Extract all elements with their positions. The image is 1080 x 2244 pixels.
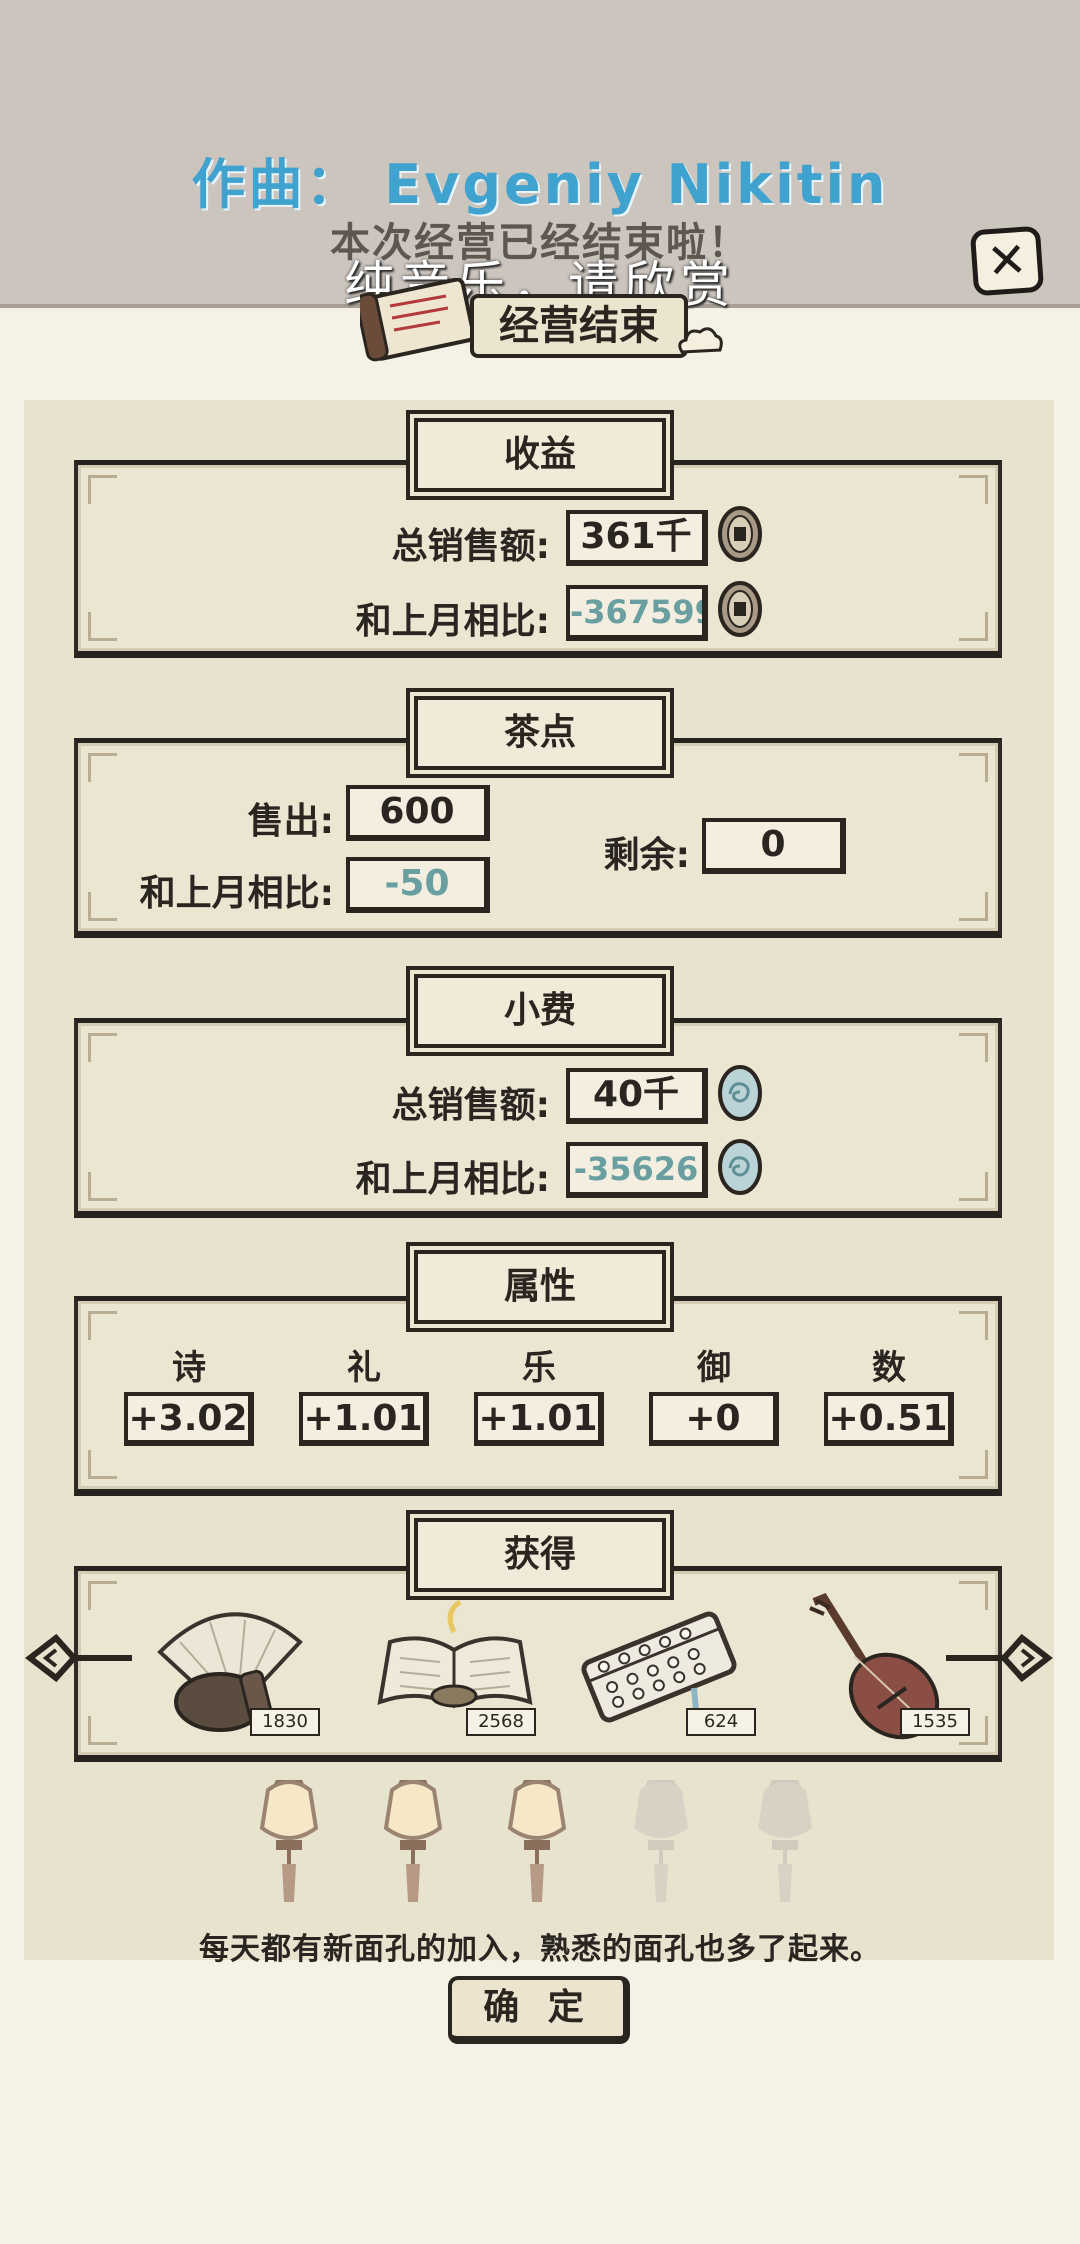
banner-title: 经营结束 (470, 294, 688, 358)
reward-item[interactable]: 624 (574, 1592, 756, 1742)
jade-token-icon (718, 1065, 762, 1121)
snacks-sold-value: 600 (346, 785, 490, 841)
abacus-icon (581, 1611, 737, 1733)
revenue-total-value: 361千 (566, 510, 708, 566)
revenue-compare-value: -367599 (566, 585, 708, 641)
copper-coin-icon (718, 581, 762, 637)
reward-item[interactable]: 1830 (150, 1592, 320, 1742)
confirm-button[interactable]: 确 定 (448, 1976, 630, 2044)
reward-item[interactable]: 2568 (370, 1592, 540, 1742)
tips-compare-value: -35626 (566, 1142, 708, 1198)
attr-value-poetry: +3.02 (124, 1392, 254, 1446)
attr-name-poetry: 诗 (172, 1348, 206, 1388)
tips-total-label: 总销售额: (391, 1085, 550, 1126)
lantern-icon (259, 1780, 319, 1902)
scroll-icon (360, 278, 476, 362)
tips-total-value: 40千 (566, 1068, 708, 1124)
session-ended-text: 本次经营已经结束啦！ (330, 220, 750, 266)
attr-value-charioteering: +0 (649, 1392, 779, 1446)
lantern-icon (507, 1780, 567, 1902)
lantern-unlit (750, 1776, 820, 1906)
revenue-card (74, 460, 1002, 658)
title-banner: 经营结束 (360, 278, 723, 368)
tips-card (74, 1018, 1002, 1218)
folding-fan-icon (157, 1612, 303, 1732)
lantern-unlit (626, 1776, 696, 1906)
revenue-compare-label: 和上月相比: (355, 601, 550, 642)
revenue-total-label: 总销售额: (391, 526, 550, 567)
revenue-title: 收益 (414, 418, 666, 492)
tips-compare-label: 和上月相比: (355, 1159, 550, 1200)
attributes-title: 属性 (414, 1250, 666, 1324)
attr-name-math: 数 (872, 1348, 906, 1388)
reward-count: 624 (686, 1708, 756, 1736)
attr-value-rites: +1.01 (299, 1392, 429, 1446)
close-button[interactable]: ✕ (969, 225, 1045, 297)
music-credit: 作曲： Evgeniy Nikitin (191, 153, 889, 216)
attr-name-rites: 礼 (347, 1348, 381, 1388)
snacks-title: 茶点 (414, 696, 666, 770)
reward-count: 2568 (466, 1708, 536, 1736)
cloud-icon (678, 327, 723, 354)
attr-name-charioteering: 御 (697, 1348, 731, 1388)
lantern-lit (254, 1776, 324, 1906)
book-icon (377, 1599, 533, 1709)
lantern-icon (383, 1780, 443, 1902)
snacks-sold-label: 售出: (247, 801, 334, 842)
attr-value-music: +1.01 (474, 1392, 604, 1446)
lantern-lit (502, 1776, 572, 1906)
result-message: 每天都有新面孔的加入，熟悉的面孔也多了起来。 (199, 1932, 881, 1967)
reward-item[interactable]: 1535 (794, 1592, 970, 1742)
tips-title: 小费 (414, 974, 666, 1048)
snacks-compare-label: 和上月相比: (139, 873, 334, 914)
snacks-compare-value: -50 (346, 857, 490, 913)
lantern-icon (758, 1780, 812, 1902)
snacks-remain-label: 剩余: (603, 835, 690, 876)
reward-count: 1535 (900, 1708, 970, 1736)
rewards-title: 获得 (414, 1518, 666, 1592)
reward-count: 1830 (250, 1708, 320, 1736)
arrow-left-icon[interactable] (24, 1628, 134, 1688)
arrow-right-icon[interactable] (944, 1628, 1054, 1688)
lantern-lit (378, 1776, 448, 1906)
snacks-remain-value: 0 (702, 818, 846, 874)
lantern-icon (634, 1780, 688, 1902)
copper-coin-icon (718, 506, 762, 562)
jade-token-icon (718, 1139, 762, 1195)
attr-value-math: +0.51 (824, 1392, 954, 1446)
attr-name-music: 乐 (522, 1348, 556, 1388)
close-icon: ✕ (984, 231, 1030, 291)
